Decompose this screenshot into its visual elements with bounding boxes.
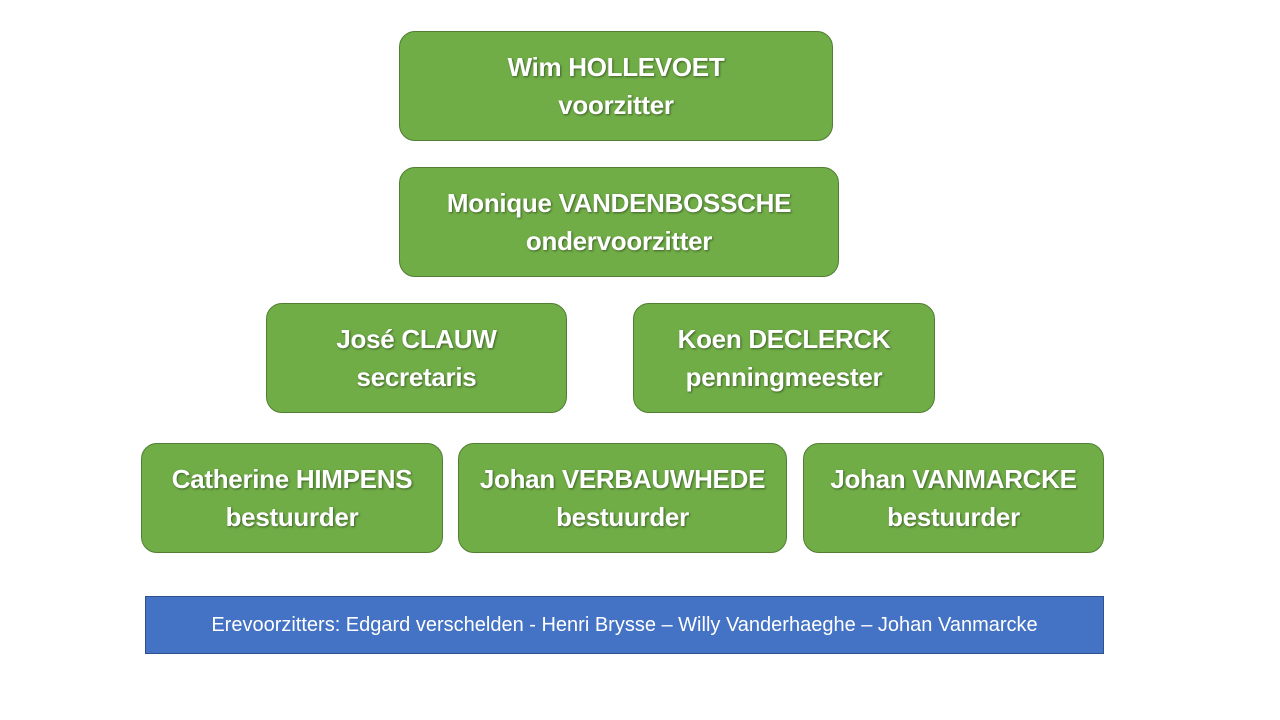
vice-chair-name: Monique VANDENBOSSCHE bbox=[446, 188, 792, 218]
board-member-name: Catherine HIMPENS bbox=[171, 464, 413, 494]
treasurer-name: Koen DECLERCK bbox=[677, 324, 891, 354]
chair-role: voorzitter bbox=[558, 90, 674, 120]
honorary-chairs-text: Erevoorzitters: Edgard verschelden - Hen… bbox=[211, 613, 1038, 636]
board-member-role: bestuurder bbox=[887, 502, 1020, 532]
board-member-role: bestuurder bbox=[225, 502, 359, 532]
treasurer-node: Koen DECLERCK penningmeester bbox=[633, 303, 935, 413]
board-member-node: Catherine HIMPENS bestuurder bbox=[141, 443, 443, 553]
secretary-role: secretaris bbox=[356, 362, 477, 392]
board-member-name: Johan VANMARCKE bbox=[830, 464, 1077, 494]
chair-name: Wim HOLLEVOET bbox=[507, 52, 725, 82]
treasurer-role: penningmeester bbox=[685, 362, 883, 392]
board-member-role: bestuurder bbox=[556, 502, 689, 532]
chair-node: Wim HOLLEVOET voorzitter bbox=[399, 31, 833, 141]
vice-chair-role: ondervoorzitter bbox=[525, 226, 713, 256]
honorary-chairs-banner: Erevoorzitters: Edgard verschelden - Hen… bbox=[145, 596, 1104, 654]
vice-chair-node: Monique VANDENBOSSCHE ondervoorzitter bbox=[399, 167, 839, 277]
board-member-name: Johan VERBAUWHEDE bbox=[479, 464, 766, 494]
board-member-node: Johan VERBAUWHEDE bestuurder bbox=[458, 443, 787, 553]
secretary-node: José CLAUW secretaris bbox=[266, 303, 567, 413]
board-member-node: Johan VANMARCKE bestuurder bbox=[803, 443, 1104, 553]
secretary-name: José CLAUW bbox=[336, 324, 497, 354]
